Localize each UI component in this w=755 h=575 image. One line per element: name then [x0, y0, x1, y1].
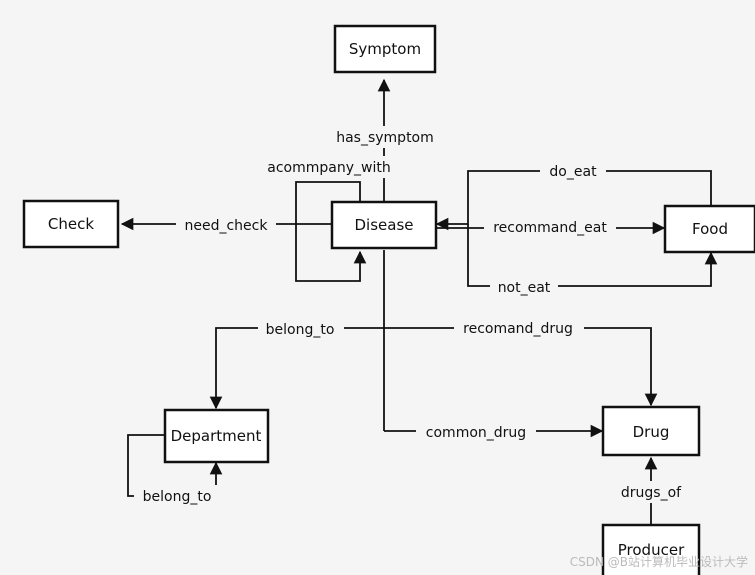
- label-belong-to-department: belong_to: [266, 322, 335, 338]
- edge-not-eat: [467, 224, 718, 287]
- node-check: Check: [22, 199, 120, 249]
- label-recomand-drug: recomand_drug: [463, 321, 573, 337]
- label-common-drug: common_drug: [426, 425, 526, 441]
- node-drug: Drug: [601, 405, 701, 457]
- node-disease: Disease: [330, 200, 438, 250]
- label-need-check: need_check: [185, 218, 269, 234]
- node-food-label: Food: [692, 220, 728, 238]
- node-symptom: Symptom: [333, 24, 437, 74]
- edge-do-eat: [435, 170, 712, 231]
- node-symptom-label: Symptom: [349, 40, 421, 58]
- watermark-text: CSDN @B站计算机毕业设计大学: [570, 554, 748, 569]
- edge-recomand-drug: [384, 327, 658, 407]
- label-recommand-eat: recommand_eat: [493, 220, 607, 236]
- label-acommpany-with: acommpany_with: [267, 160, 390, 176]
- node-food: Food: [663, 204, 755, 254]
- node-department: Department: [163, 408, 270, 464]
- edge-acommpany-with: [295, 181, 367, 282]
- label-not-eat: not_eat: [498, 280, 551, 296]
- node-disease-label: Disease: [355, 216, 414, 234]
- node-drug-label: Drug: [633, 423, 670, 441]
- label-belong-to-self: belong_to: [143, 489, 212, 505]
- node-department-label: Department: [171, 427, 262, 445]
- node-check-label: Check: [48, 215, 94, 233]
- label-do-eat: do_eat: [549, 164, 597, 180]
- label-has-symptom: has_symptom: [336, 130, 434, 146]
- label-drugs-of: drugs_of: [621, 485, 682, 501]
- node-producer-label: Producer: [618, 541, 685, 559]
- node-producer: Producer: [601, 523, 701, 575]
